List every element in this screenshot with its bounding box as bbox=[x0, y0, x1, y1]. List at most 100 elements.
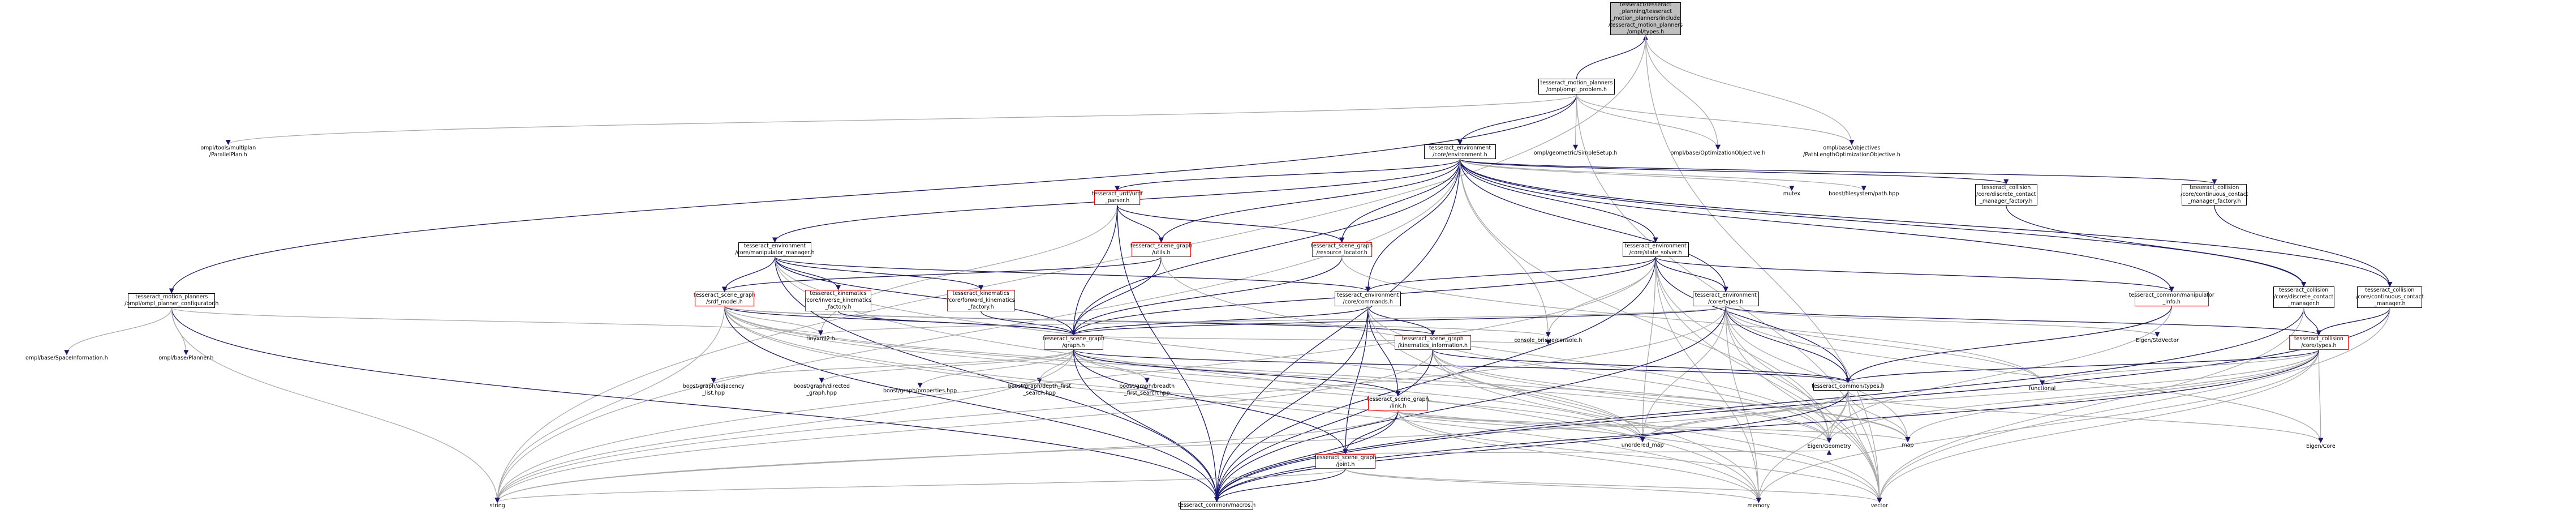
edge-kinematics_information-to-common_types bbox=[1432, 349, 1851, 383]
node-env-types[interactable]: tesseract_environment /core/types.h bbox=[1692, 291, 1759, 306]
node-bfs[interactable]: boost/graph/breadth _first_search.hpp bbox=[1119, 383, 1175, 397]
node-inverse-kin-factory[interactable]: tesseract_kinematics /core/inverse_kinem… bbox=[805, 289, 872, 311]
node-srdf-model[interactable]: tesseract_scene_graph /srdf_model.h bbox=[693, 291, 756, 306]
node-common-types[interactable]: tesseract_common/types.h bbox=[1812, 382, 1885, 391]
edge-state_solver-to-memory bbox=[1655, 256, 1761, 503]
edge-env_types-to-sg_graph bbox=[1071, 306, 1726, 336]
node-fs-path[interactable]: boost/filesystem/path.hpp bbox=[1829, 190, 1899, 198]
edge-environment-to-continuous_manager bbox=[1459, 159, 2393, 287]
node-tinyxml2[interactable]: tinyxml2.h bbox=[805, 335, 836, 343]
edge-sg_graph-to-common_types bbox=[1073, 349, 1851, 383]
node-resource-locator[interactable]: tesseract_scene_graph /resource_locator.… bbox=[1311, 242, 1373, 257]
node-opt-objective[interactable]: ompl/base/OptimizationObjective.h bbox=[1671, 149, 1766, 157]
node-label: ompl/tools/multiplan /ParallelPlan.h bbox=[200, 145, 256, 159]
node-unordered-map[interactable]: unordered_map bbox=[1621, 442, 1664, 449]
edge-environment-to-commands bbox=[1365, 159, 1461, 292]
edge-env_types-to-vector bbox=[1725, 306, 1882, 503]
edge-planner_configurator-to-tinyxml2 bbox=[171, 307, 823, 336]
node-label: tesseract_scene_graph /graph.h bbox=[1042, 335, 1104, 349]
node-commands[interactable]: tesseract_environment /core/commands.h bbox=[1335, 291, 1401, 306]
node-urdf-parser[interactable]: tesseract_urdf/urdf _parser.h bbox=[1092, 190, 1143, 206]
edge-env_types-to-collision_types bbox=[1725, 306, 2321, 336]
edge-urdf_parser-to-resource_locator bbox=[1117, 205, 1345, 243]
edge-sg_graph-to-adjacency bbox=[711, 349, 1074, 383]
edge-environment-to-string bbox=[494, 159, 1461, 503]
node-adjacency[interactable]: boost/graph/adjacency _list.hpp bbox=[683, 383, 745, 397]
edge-common_types-to-unordered_map bbox=[1640, 390, 1848, 443]
edge-state_solver-to-eigen_geometry bbox=[1655, 256, 1832, 443]
node-label: console_bridge/console.h bbox=[1514, 337, 1582, 344]
node-string[interactable]: string bbox=[488, 502, 508, 510]
node-space-information[interactable]: ompl/base/SpaceInformation.h bbox=[25, 354, 108, 362]
edge-env_types-to-memory bbox=[1725, 306, 1761, 503]
node-macros[interactable]: tesseract_common/macros.h bbox=[1178, 501, 1256, 510]
node-manipulator-info[interactable]: tesseract_common/manipulator _info.h bbox=[2129, 291, 2214, 306]
node-collision-types[interactable]: tesseract_collision /core/types.h bbox=[2289, 335, 2349, 350]
node-path-length[interactable]: ompl/base/objectives /PathLengthOptimiza… bbox=[1803, 144, 1900, 159]
node-eigen-core[interactable]: Eigen/Core bbox=[2306, 443, 2336, 451]
node-manipulator-manager[interactable]: tesseract_environment /core/manipulator_… bbox=[735, 242, 815, 257]
node-state-solver[interactable]: tesseract_environment /core/state_solver… bbox=[1622, 242, 1689, 257]
edge-environment-to-manipulator_info bbox=[1459, 159, 2174, 292]
edge-planner_configurator-to-space_information bbox=[64, 307, 172, 356]
node-label: boost/graph/depth_first _search.hpp bbox=[1008, 383, 1072, 396]
node-mutex[interactable]: mutex bbox=[1782, 190, 1802, 198]
edge-srdf_model-to-tinyxml2 bbox=[724, 306, 823, 336]
node-properties[interactable]: boost/graph/properties.hpp bbox=[883, 387, 957, 395]
node-label: ompl/geometric/SimpleSetup.h bbox=[1533, 149, 1618, 156]
node-simple-setup[interactable]: ompl/geometric/SimpleSetup.h bbox=[1533, 149, 1618, 157]
node-stdvector[interactable]: Eigen/StdVector bbox=[2135, 337, 2181, 345]
node-memory[interactable]: memory bbox=[1747, 502, 1770, 510]
edge-sg_graph-to-dfs bbox=[1037, 349, 1074, 383]
node-planner-configurator[interactable]: tesseract_motion_planners /ompl/ompl_pla… bbox=[124, 293, 218, 308]
node-functional[interactable]: functional bbox=[2029, 385, 2055, 393]
node-kinematics-information[interactable]: tesseract_scene_graph /kinematics_inform… bbox=[1394, 335, 1472, 350]
node-console[interactable]: console_bridge/console.h bbox=[1514, 337, 1582, 345]
node-label: unordered_map bbox=[1621, 442, 1664, 449]
edge-manipulator_manager-to-memory bbox=[774, 256, 1761, 503]
node-label: ompl/base/Planner.h bbox=[158, 355, 214, 362]
edge-sg_graph-to-directed bbox=[819, 349, 1074, 383]
node-sg-graph[interactable]: tesseract_scene_graph /graph.h bbox=[1042, 335, 1104, 350]
node-label: tesseract_common/macros.h bbox=[1178, 502, 1256, 508]
node-environment[interactable]: tesseract_environment /core/environment.… bbox=[1424, 144, 1496, 160]
edge-state_solver-to-env_types bbox=[1655, 256, 1728, 292]
edge-env_types-to-stdvector bbox=[1725, 306, 2160, 337]
node-label: tesseract_scene_graph /srdf_model.h bbox=[693, 292, 756, 305]
node-parallel-plan[interactable]: ompl/tools/multiplan /ParallelPlan.h bbox=[200, 144, 256, 159]
edge-environment-to-discrete_factory bbox=[1459, 159, 2009, 185]
node-continuous-factory[interactable]: tesseract_collision /core/continuous_con… bbox=[2181, 183, 2248, 206]
edge-collision_types-to-vector bbox=[1877, 349, 2320, 503]
edge-state_solver-to-vector bbox=[1655, 256, 1882, 503]
node-label: ompl/base/OptimizationObjective.h bbox=[1670, 149, 1766, 156]
node-planner[interactable]: ompl/base/Planner.h bbox=[158, 354, 214, 362]
edge-srdf_model-to-memory bbox=[724, 306, 1761, 503]
node-sg-utils[interactable]: tesseract_scene_graph /utils.h bbox=[1130, 242, 1192, 257]
edge-ompl_problem-to-opt_objective bbox=[1576, 95, 1721, 150]
node-continuous-manager[interactable]: tesseract_collision /core/continuous_con… bbox=[2356, 286, 2424, 309]
node-discrete-manager[interactable]: tesseract_collision /core/discrete_conta… bbox=[2273, 286, 2334, 309]
edge-env_types-to-common_types bbox=[1725, 306, 1851, 383]
node-dfs[interactable]: boost/graph/depth_first _search.hpp bbox=[1008, 383, 1072, 397]
edge-root-to-opt_objective bbox=[1645, 35, 1721, 150]
edge-state_solver-to-unordered_map bbox=[1640, 256, 1656, 443]
node-sg-link[interactable]: tesseract_scene_graph /link.h bbox=[1367, 395, 1429, 410]
node-discrete-factory[interactable]: tesseract_collision /core/discrete_conta… bbox=[1975, 183, 2037, 206]
edge-environment-to-fs_path bbox=[1459, 159, 1867, 191]
node-directed[interactable]: boost/graph/directed _graph.hpp bbox=[793, 383, 850, 397]
edge-environment-to-urdf_parser bbox=[1115, 159, 1461, 191]
node-root[interactable]: tesseract/tesseract _planning/tesseract … bbox=[1609, 2, 1683, 36]
edge-collision_types-to-unordered_map bbox=[1640, 349, 2320, 443]
node-eigen-geometry[interactable]: Eigen/Geometry bbox=[1807, 443, 1851, 451]
edge-discrete_factory-to-discrete_manager bbox=[2006, 205, 2307, 287]
node-ompl-problem[interactable]: tesseract_motion_planners /ompl/ompl_pro… bbox=[1538, 79, 1615, 95]
edge-sg_joint-to-eigen_geometry bbox=[1345, 449, 1831, 456]
edge-srdf_model-to-string bbox=[494, 306, 725, 503]
node-sg-joint[interactable]: tesseract_scene_graph /joint.h bbox=[1314, 453, 1377, 469]
node-vector[interactable]: vector bbox=[1870, 502, 1890, 510]
node-map[interactable]: map bbox=[1901, 442, 1914, 449]
node-label: tesseract_scene_graph /joint.h bbox=[1314, 454, 1377, 468]
node-forward-kin-factory[interactable]: tesseract_kinematics /core/forward_kinem… bbox=[947, 289, 1015, 311]
edge-manipulator_manager-to-forward_kin_factory bbox=[774, 256, 984, 290]
